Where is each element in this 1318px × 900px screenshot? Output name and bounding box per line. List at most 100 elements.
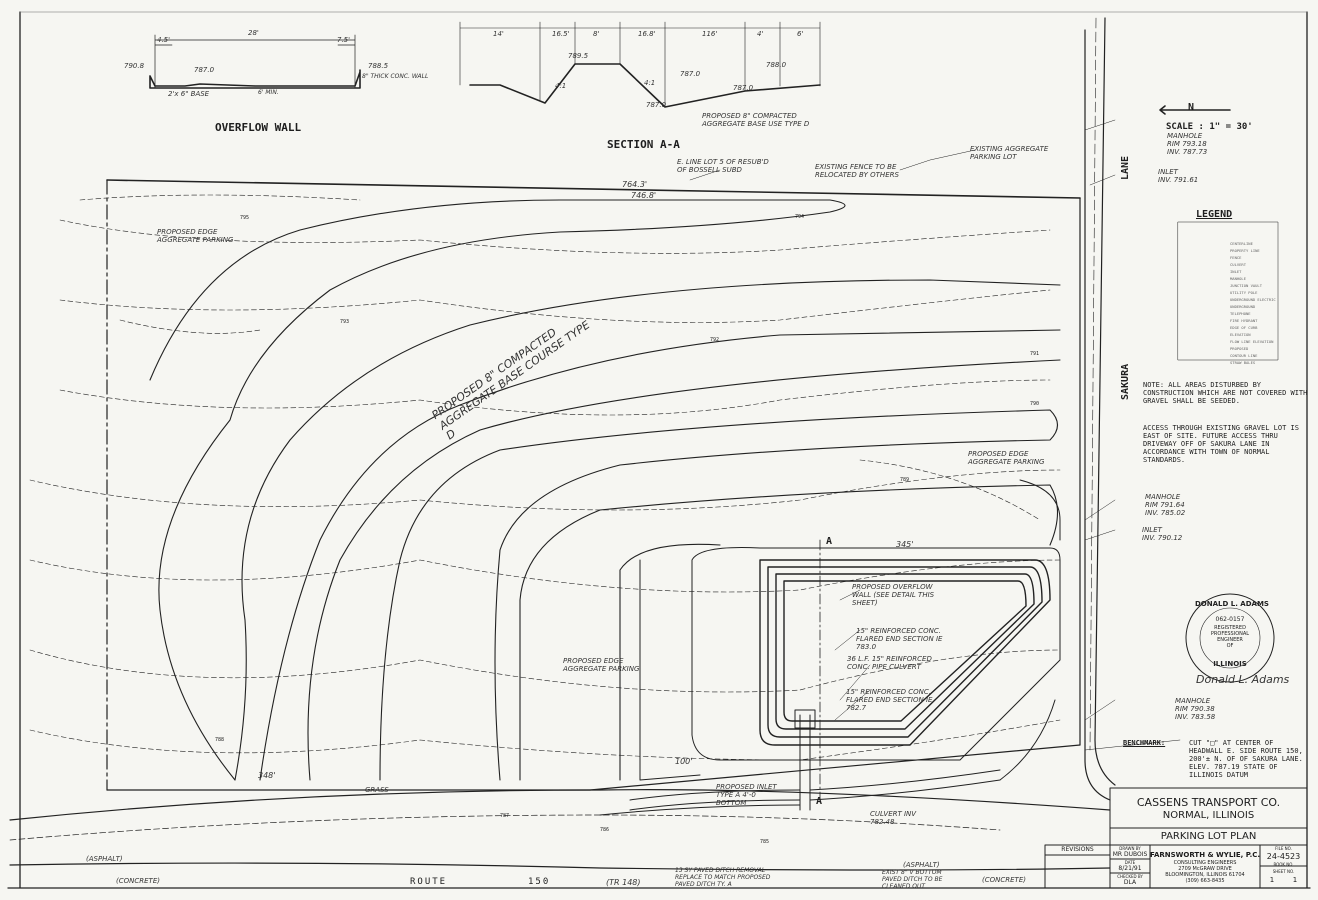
overflow-wall-note: PROPOSED OVERFLOW WALL (SEE DETAIL THIS … xyxy=(852,583,935,608)
dim-100: 100' xyxy=(675,757,693,766)
contour-label: 795 xyxy=(240,215,250,221)
ow-elev-right: 788.5 xyxy=(368,62,389,70)
culvert-note: CULVERT INV 782.48 xyxy=(870,810,917,827)
manhole-3: MANHOLE RIM 790.38 INV. 783.58 xyxy=(1175,697,1235,721)
edge-e-note: PROPOSED EDGE AGGREGATE PARKING xyxy=(968,450,1045,467)
manhole-2-inv: INV. 785.02 xyxy=(1145,509,1186,518)
lot-line-note: E. LINE LOT 5 OF RESUB'D OF BOSSELL SUBD xyxy=(677,158,769,175)
inlet-2-inv: INV. 790.12 xyxy=(1142,534,1183,543)
engineer-seal-inner xyxy=(1199,607,1261,669)
section-aa-heading: SECTION A-A xyxy=(607,138,680,151)
legend-item: FENCE xyxy=(1230,255,1242,260)
tb-drawn-by: MR DUBOIS xyxy=(1112,851,1148,858)
edge-nw-note: PROPOSED EDGE AGGREGATE PARKING xyxy=(157,228,234,245)
detention-basin xyxy=(691,547,1061,761)
access-note: ACCESS THROUGH EXISTING GRAVEL LOT IS EA… xyxy=(1143,424,1299,465)
seal-signature: Donald L. Adams xyxy=(1196,673,1290,686)
existing-contours xyxy=(29,194,1061,761)
dim-345: 345' xyxy=(896,540,914,549)
manhole-2-title: MANHOLE xyxy=(1145,493,1181,501)
manhole-2-rim: RIM 791.64 xyxy=(1145,501,1185,510)
tb-sheet-no: 1 xyxy=(1269,876,1275,884)
north-label: N xyxy=(1188,102,1195,113)
lane-label: LANE xyxy=(1120,155,1131,180)
tb-drawn-label: DRAWN BY xyxy=(1119,846,1141,851)
contour-label: 789 xyxy=(900,477,910,483)
legend-item: EDGE OF CURB ELEVATION xyxy=(1230,325,1258,337)
tb-sheet-label: SHEET NO. xyxy=(1272,869,1295,874)
tb-phone: (309) 663-8435 xyxy=(1185,878,1225,884)
rcp-note-2: 36 L.F. 15" REINFORCED CONC. PIPE CULVER… xyxy=(847,655,932,672)
asphalt-right: (ASPHALT) xyxy=(903,861,940,869)
sakura-lane-centerline xyxy=(1089,17,1097,751)
tb-firm: FARNSWORTH & WYLIE, P.C. xyxy=(1150,851,1261,859)
tb-revisions: REVISIONS xyxy=(1061,846,1094,853)
elev-a: 764.3' xyxy=(622,180,648,189)
legend-item: CONTOUR LINE xyxy=(1230,353,1258,358)
title-block-frame xyxy=(1044,787,1308,889)
sakura-lane-west-edge xyxy=(1084,29,1111,801)
tb-book-label: BOOK NO. xyxy=(1273,862,1294,867)
inlet-1-title: INLET xyxy=(1158,168,1178,176)
contour-label: 788 xyxy=(215,737,225,743)
legend-item: PROPERTY LINE xyxy=(1230,248,1260,253)
sakura-lane-east-edge xyxy=(1094,17,1116,786)
ditch-left-note: 13 SY PAVED DITCH REMOVAL REPLACE TO MAT… xyxy=(675,867,771,888)
parking-edge-west xyxy=(639,559,701,781)
tb-checked-label: CHECKED BY xyxy=(1117,874,1143,879)
sec-e4: 787.0 xyxy=(733,84,754,92)
section-cut-a-bottom: A xyxy=(816,796,823,807)
contour-label: 790 xyxy=(1030,401,1040,407)
sec-e1: 789.5 xyxy=(568,52,589,60)
ow-elev-left: 790.8 xyxy=(124,62,145,70)
route-label: ROUTE xyxy=(410,877,448,887)
overflow-wall-dims xyxy=(154,34,356,89)
contour-label: 786 xyxy=(600,827,610,833)
manhole-1-rim: RIM 793.18 xyxy=(1167,140,1207,149)
tb-sheet-title: PARKING LOT PLAN xyxy=(1160,831,1257,842)
tb-file-no: 24-4523 xyxy=(1266,852,1301,861)
seal-line-2: PROFESSIONAL xyxy=(1210,631,1250,637)
sakura-label: SAKURA xyxy=(1120,363,1131,400)
seal-line-4: OF xyxy=(1226,643,1234,649)
sec-s1: 4:1 xyxy=(555,82,567,90)
edge-s-note: PROPOSED EDGE AGGREGATE PARKING xyxy=(563,657,640,674)
manhole-3-inv: INV. 783.58 xyxy=(1175,713,1216,722)
contour-lines xyxy=(149,199,1061,781)
manhole-1-title: MANHOLE xyxy=(1167,132,1203,140)
legend-item: CENTERLINE xyxy=(1230,241,1253,246)
legend-item: INLET xyxy=(1230,269,1242,274)
sec-e5: 787.0 xyxy=(646,101,667,109)
proposed-inlet xyxy=(794,709,816,729)
contour-label: 787 xyxy=(500,813,510,819)
route-150-edge-north xyxy=(9,789,1111,821)
culvert-lines xyxy=(599,699,1056,816)
legend-item: UNDERGROUND TELEPHONE xyxy=(1230,304,1256,316)
route-150-edge-south xyxy=(9,862,1111,871)
section-aa-profile xyxy=(469,63,821,108)
seal-name: DONALD L. ADAMS xyxy=(1195,600,1269,608)
engineer-seal: DONALD L. ADAMS 062-0157 REGISTERED PROF… xyxy=(1186,594,1274,682)
ow-elev-mid: 787.0 xyxy=(194,66,215,74)
tb-firm-sub: CONSULTING ENGINEERS xyxy=(1173,860,1237,866)
contour-label: 791 xyxy=(1030,351,1040,357)
section-cut-a-top: A xyxy=(826,536,833,547)
section-aa-dims xyxy=(459,21,821,108)
sec-base-note: PROPOSED 8" COMPACTED AGGREGATE BASE USE… xyxy=(702,112,810,129)
sec-d2: 16.5' xyxy=(552,30,570,38)
seal-number: 062-0157 xyxy=(1215,616,1245,623)
legend-heading: LEGEND xyxy=(1196,209,1233,220)
manhole-1: MANHOLE RIM 793.18 INV. 787.73 xyxy=(1167,132,1227,156)
sec-e2: 787.0 xyxy=(680,70,701,78)
legend-item: UNDERGROUND ELECTRIC xyxy=(1230,297,1276,302)
legend-item: PROPOSED xyxy=(1230,346,1249,351)
overflow-wall-heading: OVERFLOW WALL xyxy=(215,121,302,134)
rcp-note-1: 15" REINFORCED CONC. FLARED END SECTION … xyxy=(856,627,943,652)
rcp-note-3: 15" REINFORCED CONC. FLARED END SECTION … xyxy=(846,688,933,713)
ow-min-note: 6' MIN. xyxy=(258,89,279,96)
inlet-1: INLET INV. 791.61 xyxy=(1158,168,1218,184)
existing-lot-note: EXISTING AGGREGATE PARKING LOT xyxy=(970,145,1049,162)
tb-date: 8/21/91 xyxy=(1118,865,1142,872)
